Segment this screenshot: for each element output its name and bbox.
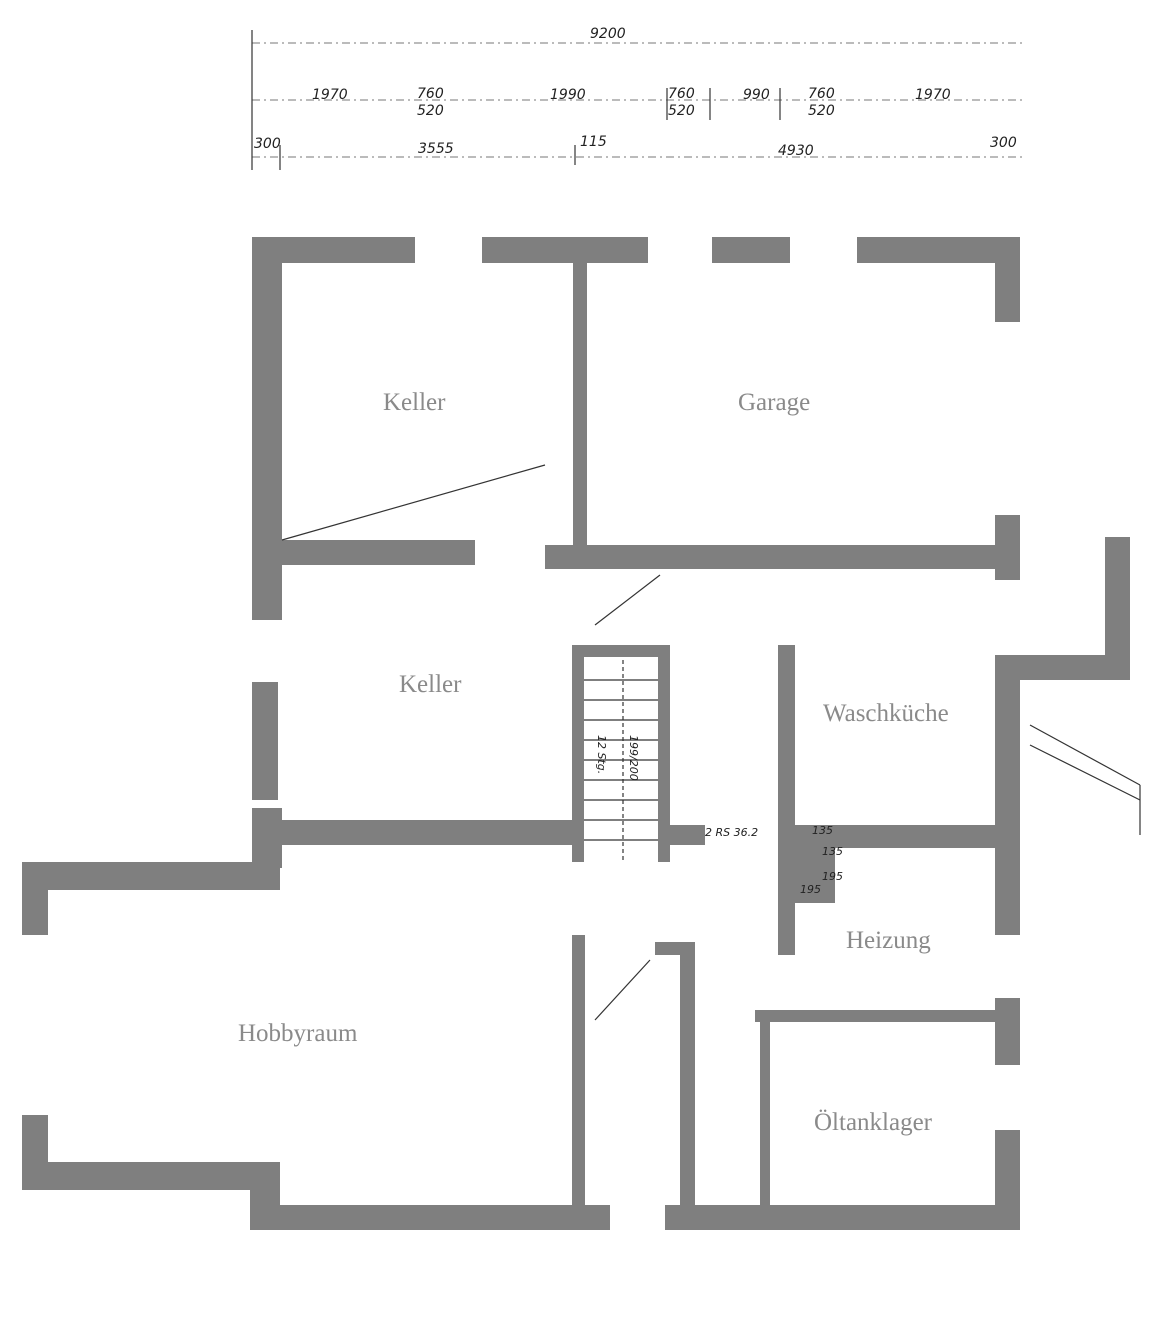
dim-label: 520 bbox=[417, 103, 444, 119]
stair-ratio: 199/200 bbox=[627, 735, 640, 781]
dim-label: 300 bbox=[254, 136, 281, 152]
dim-label: 760 bbox=[668, 86, 695, 102]
dim-label: 300 bbox=[990, 135, 1017, 151]
chimney-dim: 135 bbox=[822, 845, 843, 858]
staircase bbox=[281, 464, 1141, 1021]
stair-steps: 12 Stg. bbox=[595, 735, 608, 774]
stair-note: 2 RS 36.2 bbox=[705, 826, 758, 839]
room-label-garage: Garage bbox=[738, 389, 810, 416]
room-label-hobbyraum: Hobbyraum bbox=[238, 1020, 358, 1047]
dim-label: 3555 bbox=[418, 141, 454, 157]
dim-label: 4930 bbox=[778, 143, 814, 159]
dim-label: 760 bbox=[808, 86, 835, 102]
dimension-lines bbox=[251, 30, 1025, 170]
room-label-keller: Keller bbox=[399, 671, 462, 698]
dim-label: 990 bbox=[743, 87, 770, 103]
dim-total: 9200 bbox=[590, 26, 626, 42]
dim-label: 760 bbox=[417, 86, 444, 102]
room-label-keller: Keller bbox=[383, 389, 446, 416]
dim-label: 520 bbox=[808, 103, 835, 119]
dim-label: 1990 bbox=[550, 87, 586, 103]
dim-label: 1970 bbox=[915, 87, 951, 103]
walls bbox=[22, 237, 1130, 1230]
chimney-dim: 195 bbox=[822, 870, 843, 883]
chimney-dim: 135 bbox=[812, 824, 833, 837]
room-label-waschkueche: Waschküche bbox=[823, 700, 949, 727]
dim-label: 520 bbox=[668, 103, 695, 119]
chimney-dim: 195 bbox=[800, 883, 821, 896]
dim-label: 115 bbox=[580, 134, 607, 150]
room-label-heizung: Heizung bbox=[846, 927, 931, 954]
dim-label: 1970 bbox=[312, 87, 348, 103]
room-label-oeltanklager: Öltanklager bbox=[814, 1109, 933, 1136]
